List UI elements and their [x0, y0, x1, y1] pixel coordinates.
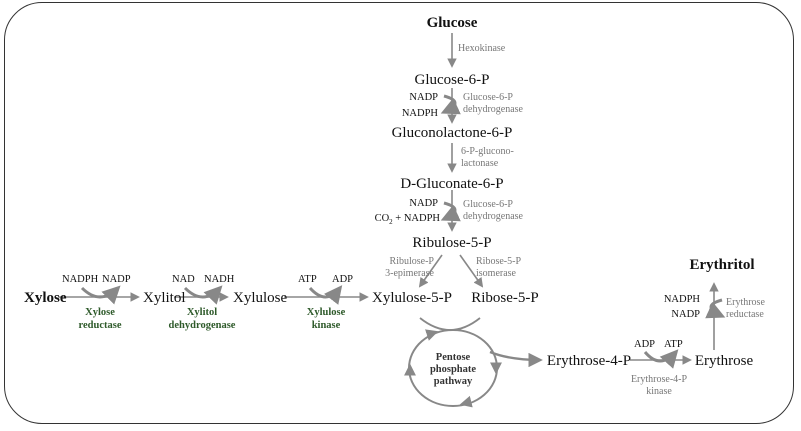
- ppp-line1: Pentose: [435, 352, 471, 363]
- enzyme-xylose-reductase: Xylose reductase: [79, 307, 122, 332]
- cofactor-nadp-1: NADP: [409, 92, 438, 103]
- enzyme-g6p-dh-line1: Glucose-6-P: [463, 92, 513, 103]
- enzyme-epimerase-line2: 3-epimerase: [385, 267, 434, 279]
- curl-xk: [308, 285, 343, 305]
- enzyme-e4pk-line2: kinase: [646, 385, 672, 397]
- arrow-ppp-e4p: [489, 350, 543, 368]
- pentose-phosphate-pathway-label: Pentose phosphate pathway: [430, 352, 476, 388]
- cofactor-nadp-2: NADP: [409, 198, 438, 209]
- cofactor-nadp-xr: NADP: [102, 274, 131, 285]
- enzyme-er-line1: Erythrose: [726, 297, 765, 308]
- enzyme-xdh-line1: Xylitol: [186, 307, 218, 318]
- enzyme-lactonase-line1: 6-P-glucono-: [461, 146, 514, 157]
- metabolite-erythrose-4p: Erythrose-4-P: [546, 353, 632, 369]
- enzyme-gluconolactonase: 6-P-glucono- lactonase: [461, 146, 514, 169]
- enzyme-isomerase-line2: isomerase: [476, 267, 516, 279]
- enzyme-g6p-dehydrogenase: Glucose-6-P dehydrogenase: [463, 92, 523, 115]
- enzyme-g6p-dehydrogenase-2: Glucose-6-P dehydrogenase: [463, 199, 523, 222]
- metabolite-xylitol: Xylitol: [143, 290, 186, 306]
- cofactor-curl-2: [440, 201, 461, 222]
- enzyme-xk-line1: Xylulose: [306, 307, 346, 318]
- metabolite-xylulose: Xylulose: [233, 290, 288, 306]
- enzyme-ribulose-p-epimerase: Ribulose-P 3-epimerase: [385, 256, 434, 279]
- enzyme-xk-line2: kinase: [311, 319, 341, 331]
- metabolite-erythritol: Erythritol: [689, 257, 755, 273]
- metabolite-glucose: Glucose: [426, 15, 478, 31]
- co2-rest: + NADPH: [392, 213, 440, 224]
- cofactor-co2-nadph: CO2 + NADPH: [374, 213, 440, 227]
- co2-subscript: 2: [389, 218, 393, 227]
- curl-er: [705, 298, 726, 319]
- enzyme-ribose-5p-isomerase: Ribose-5-P isomerase: [476, 256, 521, 279]
- metabolite-glucose-6p: Glucose-6-P: [414, 72, 490, 88]
- ppp-line3: pathway: [433, 376, 473, 388]
- cofactor-atp-e4pk: ATP: [664, 339, 683, 350]
- diagram-frame: [4, 2, 794, 424]
- enzyme-g6p-dh2-line1: Glucose-6-P: [463, 199, 513, 210]
- arrow-xylulose5p-ppp: [419, 317, 481, 331]
- ppp-arrow-a: [424, 329, 439, 341]
- metabolite-erythrose: Erythrose: [694, 353, 754, 369]
- enzyme-lactonase-line2: lactonase: [461, 157, 499, 169]
- cofactor-nadph-er: NADPH: [663, 294, 700, 305]
- enzyme-xr-line2: reductase: [78, 319, 122, 331]
- metabolite-xylulose-5p: Xylulose-5-P: [372, 290, 452, 306]
- enzyme-xylitol-dehydrogenase: Xylitol dehydrogenase: [169, 307, 236, 332]
- co2-text: CO: [374, 213, 390, 224]
- enzyme-g6p-dh2-line2: dehydrogenase: [463, 210, 523, 222]
- curl-xdh: [183, 285, 223, 305]
- metabolite-d-gluconate-6p: D-Gluconate-6-P: [400, 176, 504, 192]
- enzyme-er-line2: reductase: [726, 308, 764, 320]
- cofactor-nadh-xdh: NADH: [204, 274, 235, 285]
- ppp-arrow-c: [459, 395, 473, 408]
- enzyme-xdh-line2: dehydrogenase: [168, 319, 236, 331]
- metabolite-xylose: Xylose: [24, 290, 67, 306]
- metabolite-gluconolactone-6p: Gluconolactone-6-P: [391, 125, 513, 141]
- metabolite-ribose-5p: Ribose-5-P: [471, 290, 539, 306]
- cofactor-adp-e4pk: ADP: [634, 339, 656, 350]
- curl-e4pk: [643, 349, 679, 369]
- cofactor-nad-xdh: NAD: [172, 274, 195, 285]
- cofactor-nadph-1: NADPH: [401, 108, 438, 119]
- cofactor-atp-xk: ATP: [298, 274, 317, 285]
- enzyme-xylulose-kinase: Xylulose kinase: [307, 307, 346, 332]
- enzyme-xr-line1: Xylose: [85, 307, 115, 318]
- cofactor-adp-xk: ADP: [332, 274, 354, 285]
- arrow-ribulose-ribose5p: [459, 254, 484, 288]
- arrow-ribulose-xylulose5p: [418, 254, 443, 288]
- enzyme-epimerase-line1: Ribulose-P: [389, 256, 434, 267]
- curl-xr: [80, 285, 121, 305]
- enzyme-g6p-dh-line2: dehydrogenase: [463, 103, 523, 115]
- metabolite-ribulose-5p: Ribulose-5-P: [412, 235, 492, 251]
- enzyme-isomerase-line1: Ribose-5-P: [476, 256, 521, 267]
- enzyme-erythrose-4p-kinase: Erythrose-4-P kinase: [631, 374, 687, 397]
- enzyme-erythrose-reductase: Erythrose reductase: [726, 297, 765, 320]
- cofactor-nadph-xr: NADPH: [62, 274, 99, 285]
- enzyme-hexokinase: Hexokinase: [458, 43, 506, 54]
- enzyme-e4pk-line1: Erythrose-4-P: [630, 374, 688, 385]
- cofactor-curl-1: [440, 94, 461, 115]
- ppp-line2: phosphate: [429, 364, 477, 376]
- cofactor-nadp-er: NADP: [671, 309, 700, 320]
